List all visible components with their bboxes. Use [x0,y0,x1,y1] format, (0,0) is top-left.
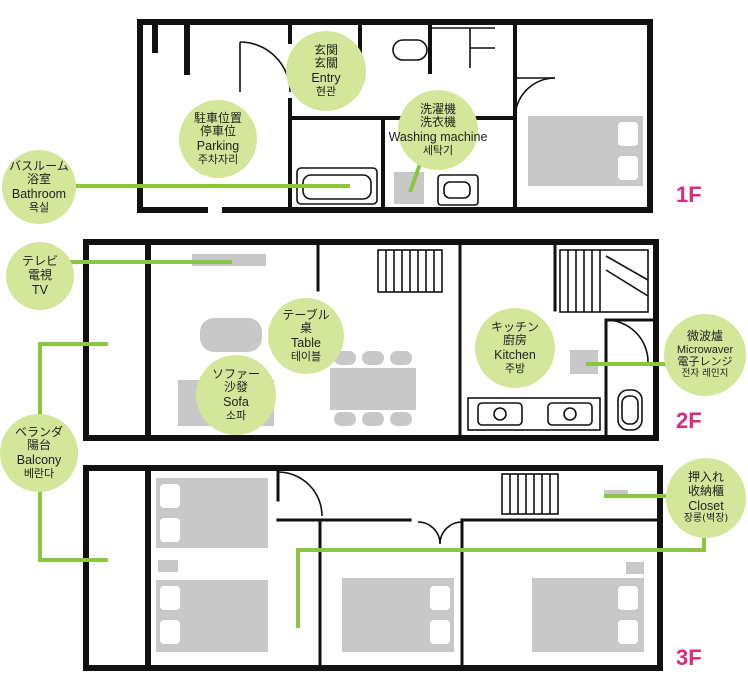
label-closet: 押入れ 收納櫃 Closet 장롱(벽장) [666,458,746,538]
kitchen-zh: 廚房 [502,333,527,348]
bed-3f [158,560,178,572]
label-entry: 玄関 玄關 Entry 현관 [286,31,366,111]
door-swing [239,41,291,93]
washing-en: Washing machine [388,130,488,145]
label-kitchen: キッチン 廚房 Kitchen 주방 [475,308,555,388]
entry-ko: 현관 [315,84,337,98]
floor-2 [83,239,659,441]
tv-en: TV [32,282,48,297]
parking-ja: 駐車位置 [193,110,242,125]
floor-label-3f: 3F [676,645,702,670]
microwave-zh: 微波爐 [686,329,723,343]
parking-ko: 주차자리 [197,152,239,166]
dining-table [330,351,416,426]
bathroom-zh: 浴室 [26,172,51,187]
washing-machine [394,172,424,204]
label-table: テーブル 桌 Table 테이블 [268,298,344,374]
entry-en: Entry [311,71,341,86]
washing-ja: 洗濯機 [419,101,456,116]
floor-3 [83,465,663,671]
bed-3f [156,478,268,548]
label-sofa: ソファー 沙發 Sofa 소파 [196,355,276,435]
bathroom-ko: 욕실 [28,200,50,214]
tv-zh: 電視 [27,267,52,282]
kitchen-ko: 주방 [504,361,526,375]
leader-balcony [38,342,108,418]
label-bathroom: バスルーム 浴室 Bathroom 욕실 [2,150,76,224]
entry-zh: 玄關 [313,56,338,71]
toilet-2f [617,389,643,431]
closet-ja: 押入れ [687,470,724,485]
bed-3f [156,580,268,652]
washing-zh: 洗衣機 [419,115,456,130]
stairs [430,27,495,68]
sofa-ja: ソファー [211,366,260,381]
label-tv: テレビ 電視 TV [6,242,74,310]
kitchen-ja: キッチン [490,319,539,334]
stairs-2f [377,249,649,363]
leader-washing [408,163,422,193]
table-zh: 桌 [299,321,312,336]
sofa-ko: 소파 [225,408,247,422]
balcony-ja: ベランダ [14,424,63,439]
closet-en: Closet [688,498,724,513]
table-ja: テーブル [282,307,330,322]
floor-label-1f: 1F [676,182,702,207]
bed-1f [528,116,643,186]
kitchen-counter [467,397,601,431]
balcony-zh: 陽台 [26,438,51,453]
parking-zh: 停車位 [199,124,236,139]
bed-3f [532,578,644,652]
table-ko: 테이블 [290,349,322,363]
bed-3f [342,578,454,652]
sofa-en: Sofa [223,395,249,410]
door-swing [417,521,463,545]
stairs-3f [277,471,559,545]
tv-ja: テレビ [21,254,58,269]
leader-balcony [38,478,108,562]
balcony-en: Balcony [16,453,62,468]
door-swing [605,319,649,363]
floor-label-2f: 2F [676,408,702,433]
leader-closet [296,528,706,628]
balcony-ko: 베란다 [23,466,55,480]
door-swing [514,77,556,119]
closet-zh: 收納櫃 [687,484,724,499]
sofa-zh: 沙發 [223,380,248,395]
closet-ko: 장롱(벽장) [683,513,729,525]
kitchen-en: Kitchen [494,348,536,363]
label-washing: 洗濯機 洗衣機 Washing machine 세탁기 [389,90,487,170]
bathroom-en: Bathroom [11,187,67,202]
microwave-en: Microwaver [676,343,734,356]
bathroom-ja: バスルーム [9,158,69,173]
microwave-ko: 전자 레인지 [681,368,729,380]
label-microwave: 微波爐 Microwaver 電子レンジ 전자 레인지 [664,314,746,396]
label-parking: 駐車位置 停車位 Parking 주차자리 [179,100,257,178]
table-en: Table [291,336,321,351]
leader-lines [38,163,706,628]
washing-ko: 세탁기 [422,143,454,157]
door-swing [277,471,323,517]
ottoman [200,318,262,352]
sink [437,174,479,206]
entry-ja: 玄関 [313,42,338,57]
label-balcony: ベランダ 陽台 Balcony 베란다 [0,414,78,492]
toilet [392,39,428,61]
parking-en: Parking [196,139,240,154]
microwave-ja: 電子レンジ [677,355,733,369]
